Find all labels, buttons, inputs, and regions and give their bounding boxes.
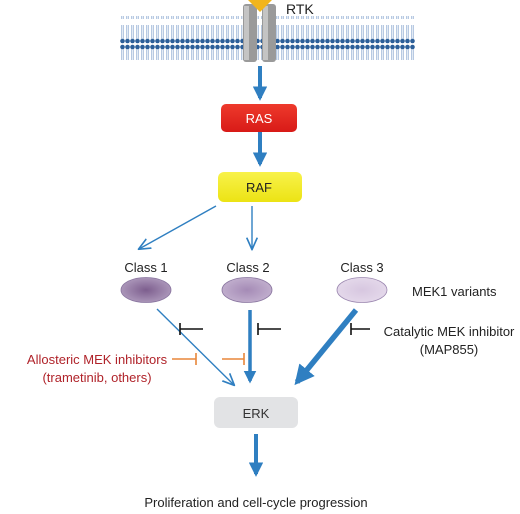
raf-label: RAF: [246, 180, 272, 195]
allosteric-inhibition-bar-class1: [172, 353, 197, 365]
catalytic-inhibition-bar-class3: [350, 323, 370, 335]
class1-mek-variant: [120, 277, 172, 303]
rtk-label: RTK: [286, 1, 314, 17]
erk-node: [214, 397, 298, 428]
class1-label: Class 1: [124, 260, 167, 275]
erk-label: ERK: [243, 406, 270, 421]
catalytic-inhibition-bar-class1: [179, 323, 203, 335]
mek1-variants-label: MEK1 variants: [412, 284, 497, 299]
class2-label: Class 2: [226, 260, 269, 275]
catalytic-inhibitor-name: (MAP855): [420, 342, 479, 357]
ras-label: RAS: [246, 111, 273, 126]
raf-node: [218, 172, 302, 202]
allosteric-inhibitor-label: Allosteric MEK inhibitors: [27, 352, 168, 367]
class3-mek-variant: [336, 277, 388, 303]
catalytic-inhibition-bar-class2: [257, 323, 281, 335]
class3-label: Class 3: [340, 260, 383, 275]
arrow-raf-to-class1: [139, 205, 217, 249]
ras-node: [221, 104, 297, 132]
allosteric-inhibitor-examples: (trametinib, others): [42, 370, 151, 385]
arrow-class1-to-erk: [156, 308, 234, 385]
allosteric-inhibition-bar-class2: [222, 353, 245, 365]
outcome-label: Proliferation and cell-cycle progression: [144, 495, 367, 510]
class2-mek-variant: [221, 277, 273, 303]
rtk-receptor-icon: [243, 0, 276, 62]
arrow-class3-to-erk: [294, 308, 359, 386]
catalytic-inhibitor-label: Catalytic MEK inhibitor: [384, 324, 515, 339]
